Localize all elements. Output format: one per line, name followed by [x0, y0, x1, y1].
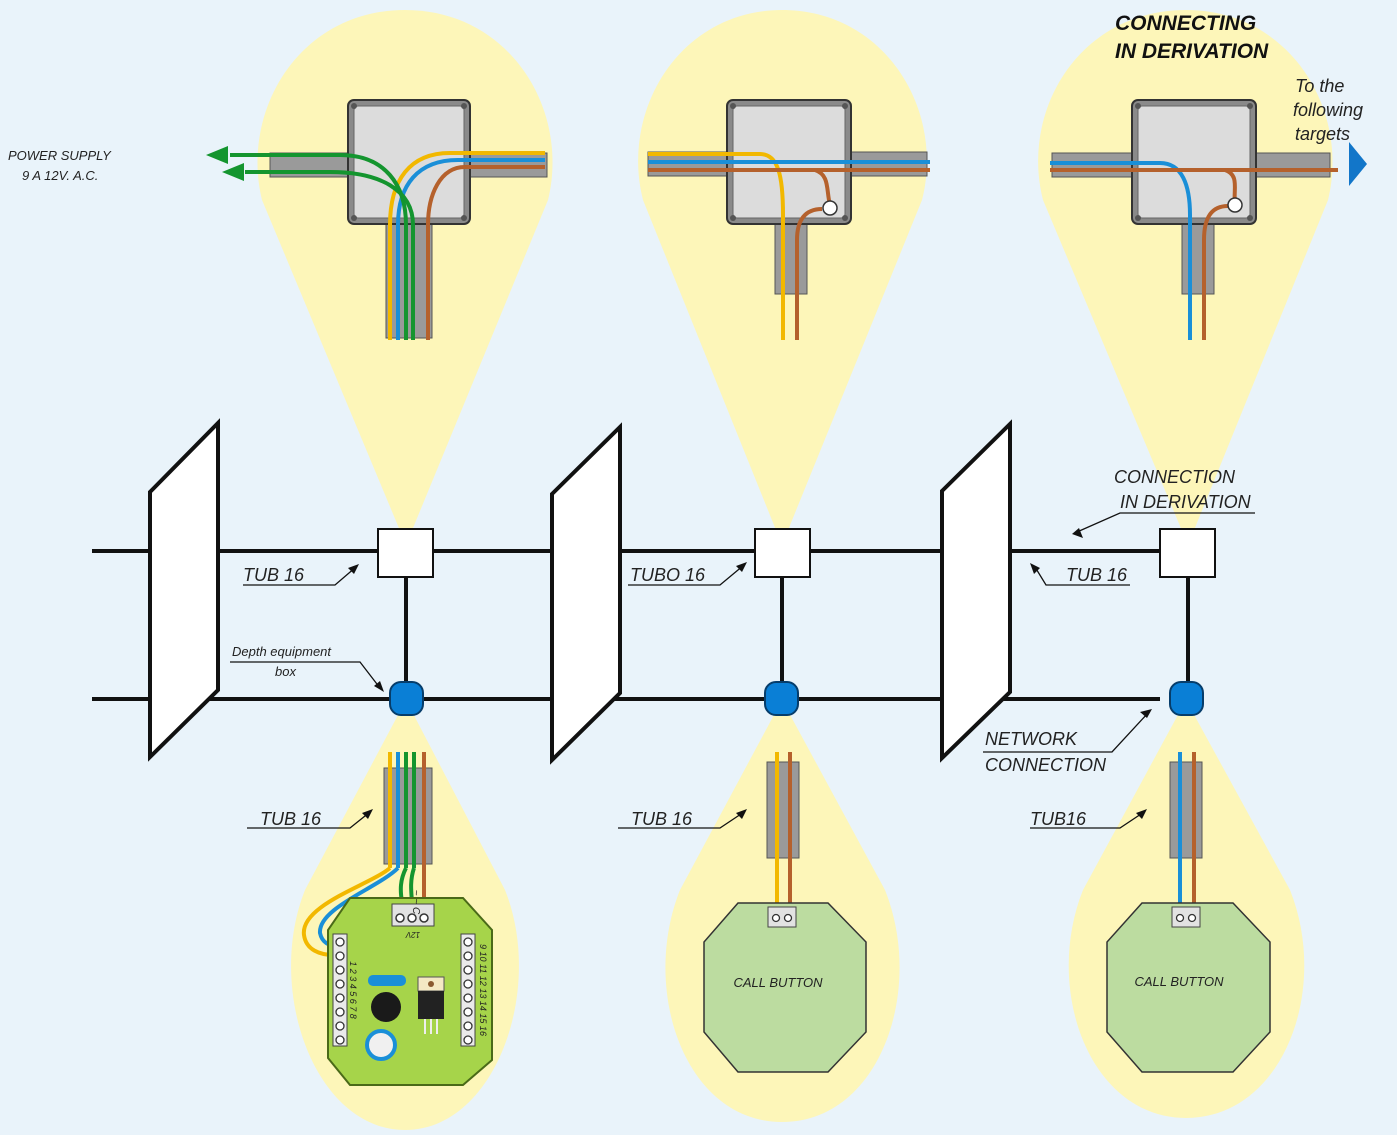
power-supply-line-2: 9 A 12V. A.C. [22, 168, 98, 183]
bottom-equipment-3 [1106, 752, 1271, 1073]
network-connection-line-2: CONNECTION [985, 755, 1107, 775]
wall-3 [940, 419, 1012, 763]
power-arrow-upper [206, 146, 228, 164]
trimmer-icon [365, 1029, 397, 1061]
depth-box-1 [389, 681, 424, 716]
walls [148, 418, 1012, 765]
conduit-lines [92, 549, 1190, 701]
call-button-label-1: CALL BUTTON [733, 975, 823, 990]
connection-derivation-line-1: CONNECTION [1114, 467, 1236, 487]
board-left-numbers: 1 2 3 4 5 6 7 8 [348, 961, 358, 1019]
depth-box-2 [764, 681, 799, 716]
depth-boxes [389, 681, 1204, 716]
top-junction-box-3 [1050, 99, 1367, 340]
depth-equipment-line-2: box [275, 664, 296, 679]
junction-box-1 [377, 528, 434, 578]
call-button-2 [1106, 902, 1271, 1073]
following-targets-line-2: following [1293, 100, 1363, 120]
wall-1 [148, 418, 220, 762]
depth-box-3 [1169, 681, 1204, 716]
top-junction-box-1 [206, 99, 548, 340]
board-terminal-marks: ~ ~ C [410, 890, 421, 915]
call-button-1 [703, 902, 867, 1073]
tub-label-lower-3: TUB16 [1030, 809, 1087, 829]
board-12v-label: 12V [405, 930, 420, 939]
power-arrow-lower [222, 163, 244, 181]
leader-lines [230, 512, 1255, 829]
bottom-equipment-2 [703, 752, 867, 1073]
tub-label-lower-2: TUB 16 [631, 809, 693, 829]
following-targets-arrow [1349, 142, 1367, 186]
bottom-equipment-1: 12V ~ ~ C 1 2 3 4 5 6 7 8 9 10 11 12 13 … [301, 752, 493, 1086]
connection-derivation-line-2: IN DERIVATION [1120, 492, 1252, 512]
leader-arrowheads [348, 528, 1152, 819]
top-junction-box-2 [647, 99, 930, 340]
buzzer-icon [371, 992, 401, 1022]
tubo-label-upper-2: TUBO 16 [630, 565, 706, 585]
tub-label-upper-1: TUB 16 [243, 565, 305, 585]
wall-2 [550, 422, 622, 765]
tub-label-lower-1: TUB 16 [260, 809, 322, 829]
junction-box-3 [1159, 528, 1216, 578]
title-line-1: CONNECTING [1115, 12, 1256, 35]
junction-boxes [377, 528, 1216, 578]
depth-equipment-line-1: Depth equipment [232, 644, 332, 659]
board-right-numbers: 9 10 11 12 13 14 15 16 [478, 944, 488, 1036]
power-supply-line-1: POWER SUPPLY [8, 148, 112, 163]
junction-box-2 [754, 528, 811, 578]
following-targets-line-3: targets [1295, 124, 1350, 144]
following-targets-line-1: To the [1295, 76, 1344, 96]
tub-label-upper-3: TUB 16 [1066, 565, 1128, 585]
network-connection-line-1: NETWORK [985, 729, 1078, 749]
call-button-label-2: CALL BUTTON [1134, 974, 1224, 989]
title-line-2: IN DERIVATION [1115, 40, 1269, 63]
